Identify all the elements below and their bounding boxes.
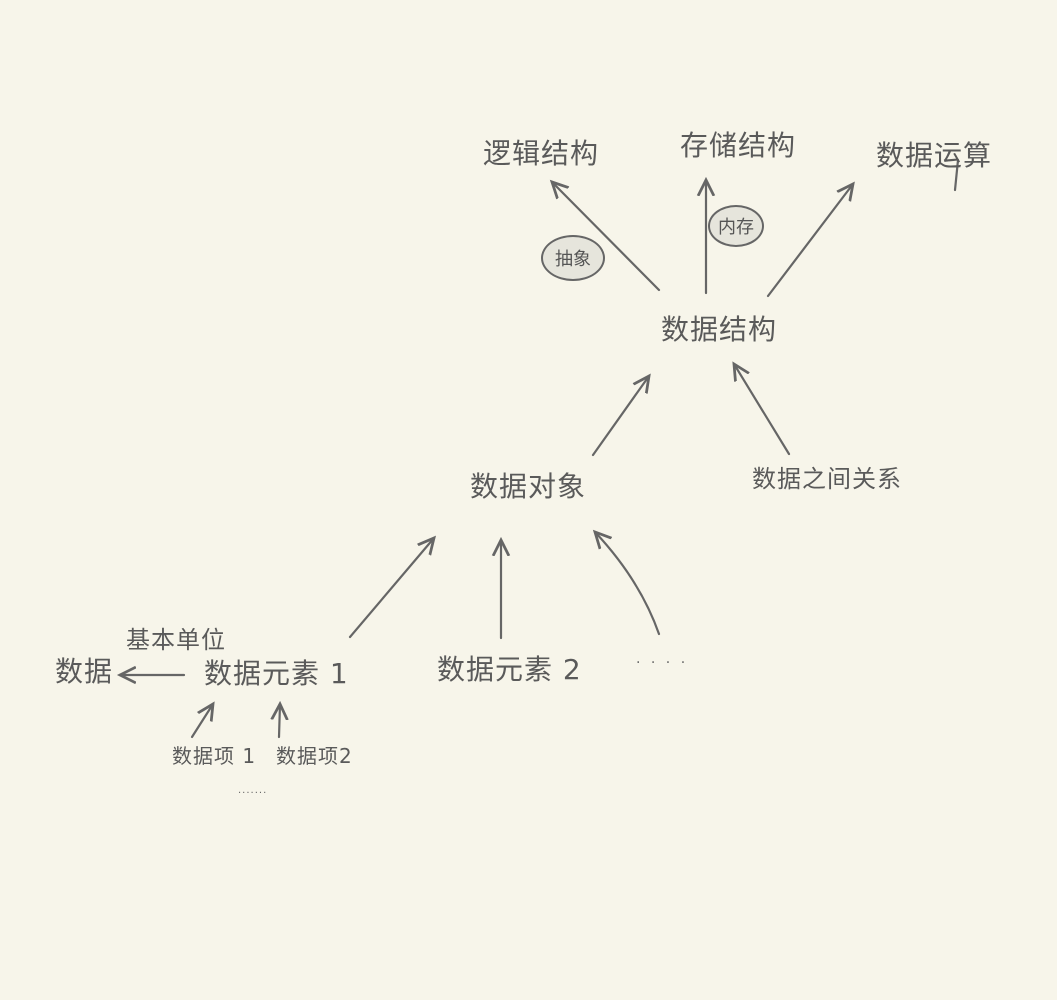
operation-tail-stroke (953, 158, 960, 192)
node-items-more: ······· (238, 788, 268, 799)
node-storage-structure: 存储结构 (680, 129, 797, 162)
node-data: 数据 (55, 655, 114, 688)
edge-object-to-structure (591, 376, 649, 457)
edge-item2-to-element1 (279, 704, 280, 739)
node-data-operation: 数据运算 (876, 139, 993, 172)
edge-element1-to-object (348, 538, 434, 639)
node-data-object: 数据对象 (470, 470, 587, 503)
label-basic-unit: 基本单位 (126, 626, 226, 654)
node-data-relation: 数据之间关系 (752, 465, 902, 493)
edge-label-abstract: 抽象 (541, 235, 605, 281)
edge-label-memory: 内存 (708, 205, 764, 247)
edge-relation-to-structure (734, 364, 791, 456)
node-data-item-2: 数据项2 (276, 744, 353, 768)
node-data-item-1: 数据项 1 (172, 744, 257, 768)
edge-more-to-object (595, 532, 661, 636)
edge-structure-to-logical (552, 182, 661, 292)
edge-item1-to-element1 (190, 704, 213, 739)
node-elements-more: · · · · (636, 655, 689, 671)
node-logical-structure: 逻辑结构 (483, 137, 600, 170)
edge-structure-to-operation (766, 184, 853, 298)
node-data-structure: 数据结构 (661, 313, 778, 346)
node-data-element-2: 数据元素 2 (437, 653, 582, 686)
node-data-element-1: 数据元素 1 (204, 657, 349, 690)
